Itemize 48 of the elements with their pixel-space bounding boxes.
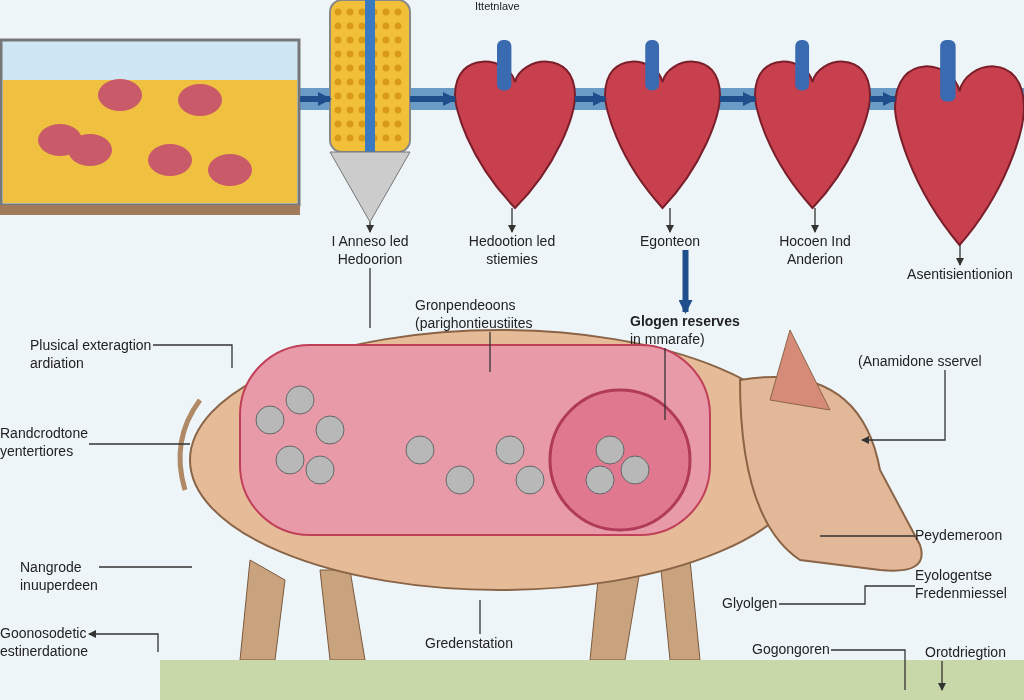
callout-label: Goonosodetic estinerdatione	[0, 624, 89, 660]
leader-line	[366, 221, 374, 233]
note-text: Ittetnlave	[475, 0, 520, 13]
flow-arrow	[720, 92, 757, 106]
leader-line	[369, 267, 371, 329]
callout-label: Nangrode inuuperdeen	[20, 558, 99, 594]
heart-drawing	[605, 40, 720, 208]
leader-line	[489, 331, 491, 373]
heart-drawing	[455, 40, 575, 208]
leader-line	[479, 599, 481, 635]
callout-label: Plusical exteragtion ardiation	[30, 336, 153, 372]
leader-line	[88, 630, 159, 653]
callout-label: Gredenstation	[425, 634, 514, 652]
flow-arrow	[678, 250, 693, 314]
callout-label: Gogongoren	[752, 640, 831, 658]
callout-label: Glyolgen	[722, 594, 779, 612]
callout-label: Egonteon	[639, 232, 701, 250]
flow-arrow	[870, 92, 897, 106]
flow-arrow	[410, 92, 457, 106]
callout-label: Asentisientionion	[906, 265, 1014, 283]
callout-label: Randcrodtone yentertiores	[0, 424, 89, 460]
leader-line	[811, 207, 819, 233]
leader-line	[98, 566, 193, 568]
flow-arrow	[300, 92, 332, 106]
flow-arrow	[575, 92, 607, 106]
callout-label: Orotdriegtion	[925, 643, 1007, 661]
callout-label: Gronpendeoons (parighontieustiites	[415, 296, 534, 332]
leader-line	[830, 649, 906, 691]
heart-drawing	[895, 40, 1024, 245]
leader-line	[664, 347, 666, 421]
callout-label: Hocoen Ind Anderion	[778, 232, 852, 268]
leader-line	[956, 244, 964, 266]
leader-line	[819, 535, 916, 537]
leader-line	[778, 585, 916, 605]
callout-label: Peydemeroon	[915, 526, 1004, 544]
callout-label: Glogen reserves in mmarafe)	[630, 312, 741, 348]
callout-label: Hedootion led stiemies	[468, 232, 556, 268]
leader-line	[666, 207, 674, 233]
leader-line	[508, 207, 516, 233]
leader-line	[938, 660, 946, 691]
callout-label: Eyologentse Fredenmiessel	[915, 566, 1008, 602]
heart-drawing	[755, 40, 870, 208]
leader-line	[152, 344, 233, 369]
callout-label: I Anneso led Hedoorion	[330, 232, 410, 268]
callout-label: (Anamidone sservel	[858, 352, 983, 370]
leader-line	[861, 369, 946, 444]
leader-line	[88, 443, 191, 445]
column-drawing	[330, 0, 410, 222]
